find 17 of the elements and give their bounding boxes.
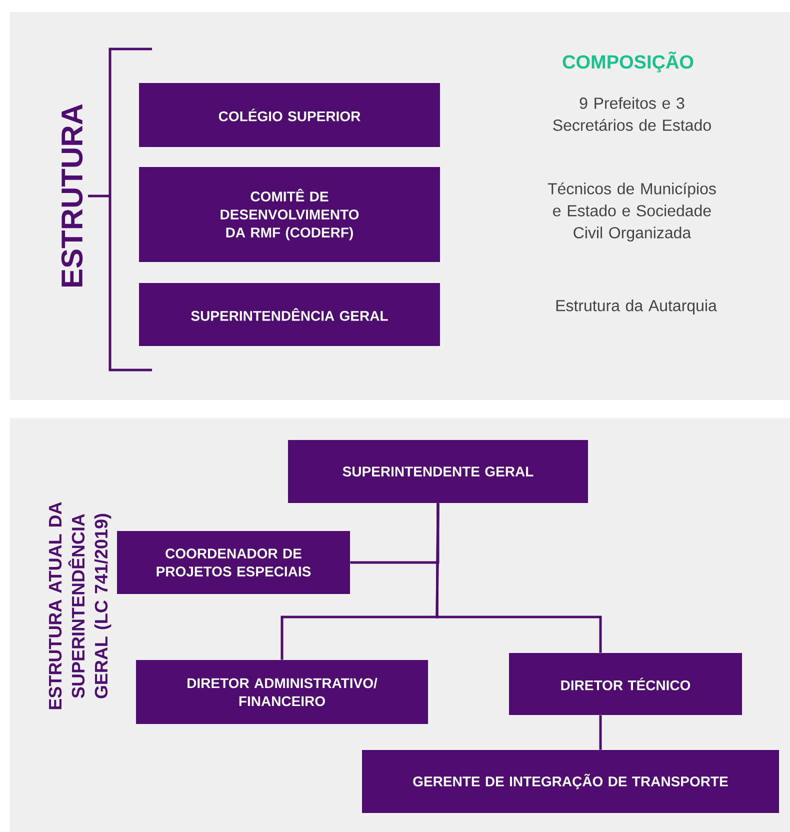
- org-box: GERENTE DE INTEGRAÇÃO DE TRANSPORTE: [362, 750, 779, 813]
- org-box: COORDENADOR DE PROJETOS ESPECIAIS: [117, 531, 350, 594]
- connector-line: [350, 503, 440, 564]
- connector-line: [436, 503, 602, 653]
- description-text: Estrutura da Autarquia: [556, 300, 717, 314]
- column-heading: COMPOSIÇÃO: [562, 52, 694, 72]
- org-box: COLÉGIO SUPERIOR: [139, 83, 440, 147]
- connector-line: [599, 715, 602, 750]
- org-box: SUPERINTENDÊNCIA GERAL: [139, 283, 440, 346]
- org-box: DIRETOR ADMINISTRATIVO/ FINANCEIRO: [136, 660, 428, 724]
- section-heading: ESTRUTURA: [61, 104, 83, 286]
- description-text: Técnicos de Municípios e Estado e Sociedade Civil Organizada: [548, 182, 716, 242]
- org-box: COMITÊ DE DESENVOLVIMENTO DA RMF (CODERF): [139, 167, 440, 262]
- org-box: SUPERINTENDENTE GERAL: [288, 440, 588, 503]
- description-text: 9 Prefeitos e 3 Secretários de Estado: [553, 97, 711, 131]
- section-heading: ESTRUTURA ATUAL DA SUPERINTENDÊNCIA GERAL (LC 741/2019): [48, 502, 112, 710]
- org-box: DIRETOR TÉCNICO: [509, 653, 742, 715]
